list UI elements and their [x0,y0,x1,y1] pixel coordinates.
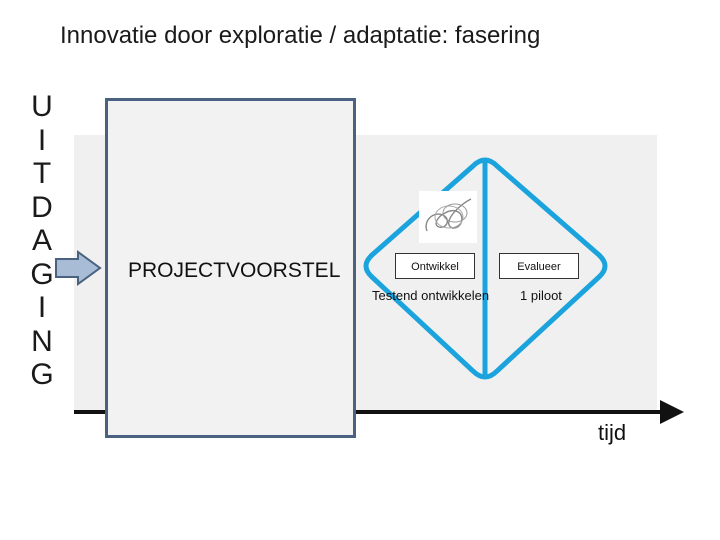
arrow-right-icon [55,250,102,286]
phase-evaluate-sublabel: 1 piloot [520,288,562,303]
project-proposal-box: PROJECTVOORSTEL [105,98,356,438]
vertical-letter: A [31,224,52,257]
phase-evaluate-label: Evalueer [499,253,579,279]
uitdaging-vertical-label: U I T D A G I N G [22,90,62,392]
vertical-letter: N [31,324,53,358]
phase-develop-label: Ontwikkel [395,253,475,279]
vertical-letter: D [31,190,53,224]
vertical-letter: I [37,291,47,324]
project-proposal-label: PROJECTVOORSTEL [128,259,341,282]
vertical-letter: G [30,257,54,291]
vertical-letter: G [30,358,54,391]
time-axis-label: tijd [598,420,627,445]
vertical-letter: I [37,123,47,157]
spiral-logo-icon [419,191,477,243]
vertical-letter: T [32,157,52,190]
phase-develop-sublabel: Testend ontwikkelen [372,288,490,303]
diamond-outline [363,157,608,380]
page-title: Innovatie door exploratie / adaptatie: f… [60,22,541,49]
vertical-letter: U [31,90,53,123]
timeline-arrowhead-icon [660,400,684,424]
